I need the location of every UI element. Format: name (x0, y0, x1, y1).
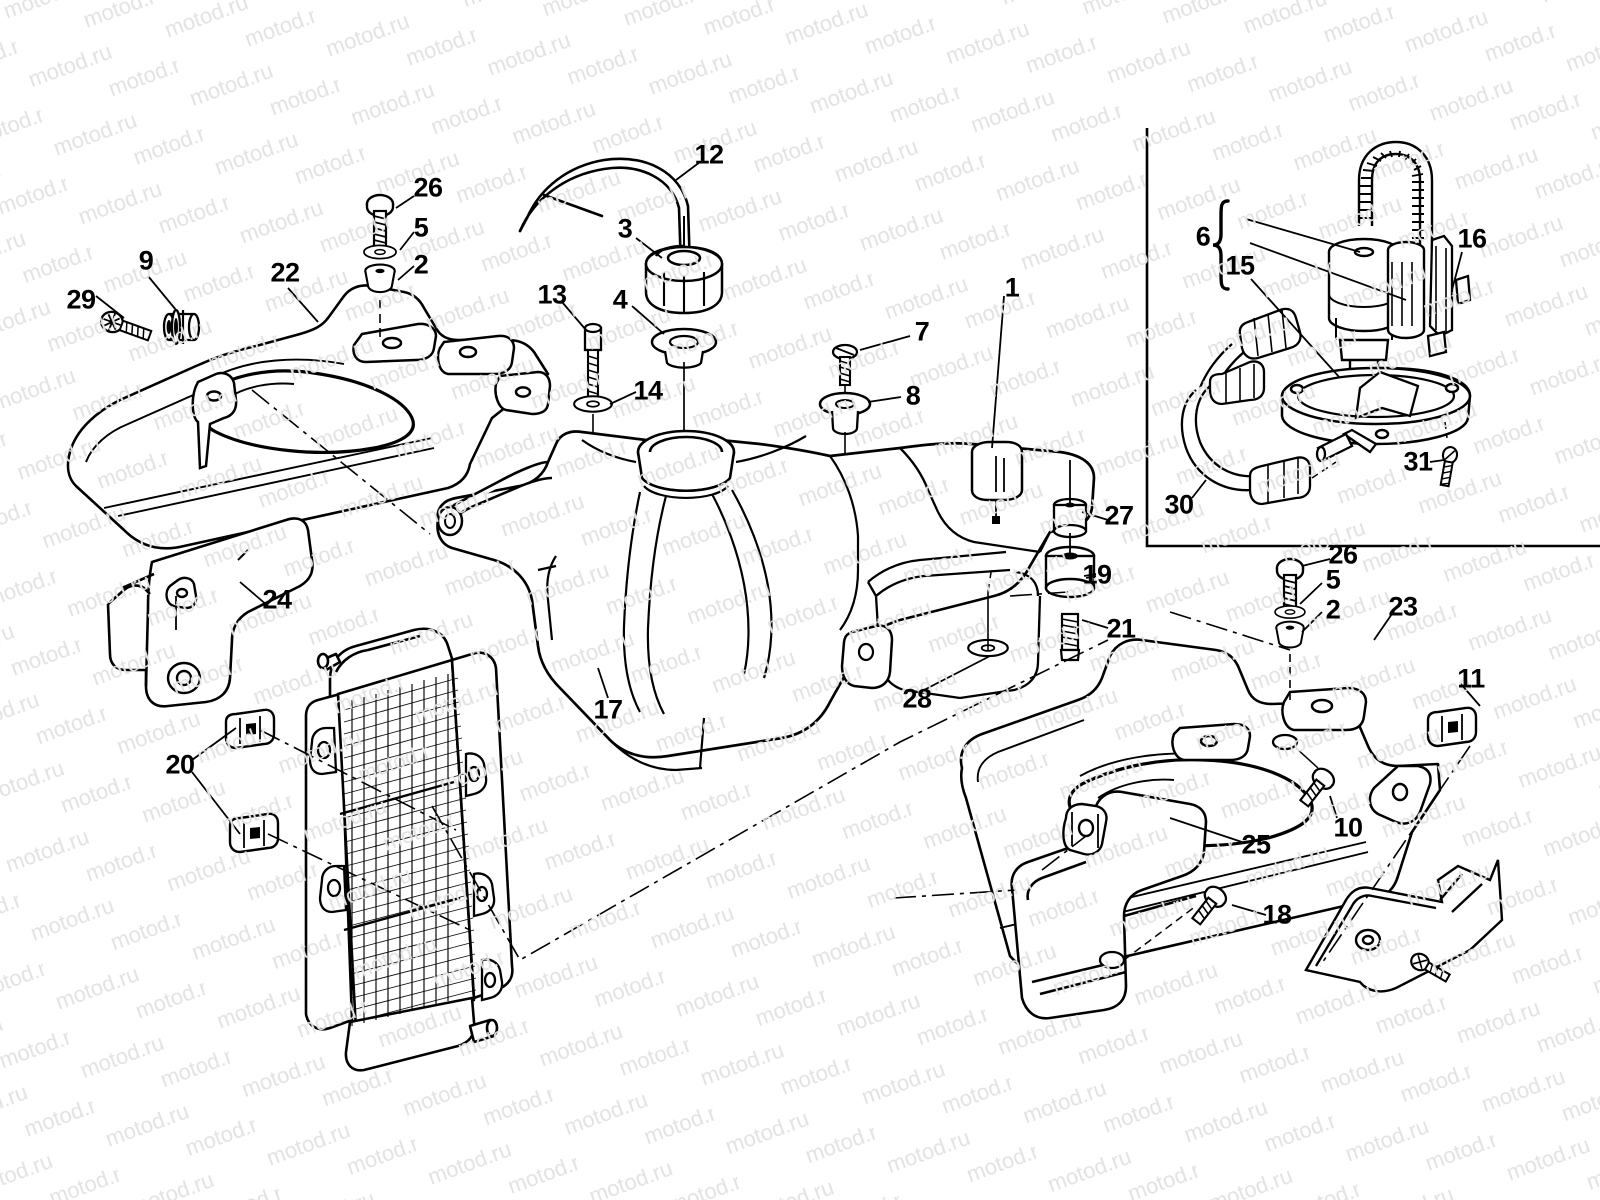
callout-rubber-mount: 8 (905, 380, 921, 411)
callout-screw: 7 (914, 316, 930, 347)
callout-washer: 5 (1325, 564, 1341, 595)
callout-fuel-cap: 3 (617, 213, 633, 244)
callout-bolt: 26 (413, 172, 443, 203)
callout-bushing: 9 (138, 245, 154, 276)
callout-bushing: 27 (1104, 500, 1134, 531)
callout-spacer: 19 (1082, 559, 1112, 590)
callout-clip-nut: 11 (1457, 663, 1485, 694)
callout-grommet: 2 (413, 249, 429, 280)
callout-screw: 29 (66, 284, 96, 315)
callout-cap-seal: 4 (612, 284, 628, 315)
callout-right-side-panel: 23 (1388, 591, 1418, 622)
callout-wiring-harness: 30 (1164, 489, 1194, 520)
callout-bolt: 26 (1328, 539, 1358, 570)
callout-washer: 5 (413, 212, 429, 243)
callout-grommet: 2 (1325, 594, 1341, 625)
callout-fuel-pump: 15 (1225, 250, 1255, 281)
callout-breather-hose: 12 (694, 139, 724, 170)
callout-washer: 28 (902, 683, 932, 714)
callout-radiator-clip: 20 (165, 749, 195, 780)
callout-washer: 14 (633, 375, 663, 406)
callout-bolt: 21 (1106, 613, 1136, 644)
callout-screw: 31 (1403, 446, 1433, 477)
callout-socket-bolt: 13 (537, 279, 567, 310)
callout-left-side-panel: 22 (270, 257, 300, 288)
callout-bolt: 18 (1262, 899, 1292, 930)
callout-fuel-pump-assembly: 6 (1195, 221, 1211, 252)
callout-lower-cover: 25 (1241, 829, 1271, 860)
callout-fuel-tank: 1 (1004, 272, 1020, 303)
callout-washer: 17 (593, 694, 623, 725)
callout-bolt: 10 (1333, 812, 1363, 843)
callout-fuel-level-sensor: 16 (1457, 223, 1487, 254)
callout-radiator-bracket: 24 (262, 584, 292, 615)
